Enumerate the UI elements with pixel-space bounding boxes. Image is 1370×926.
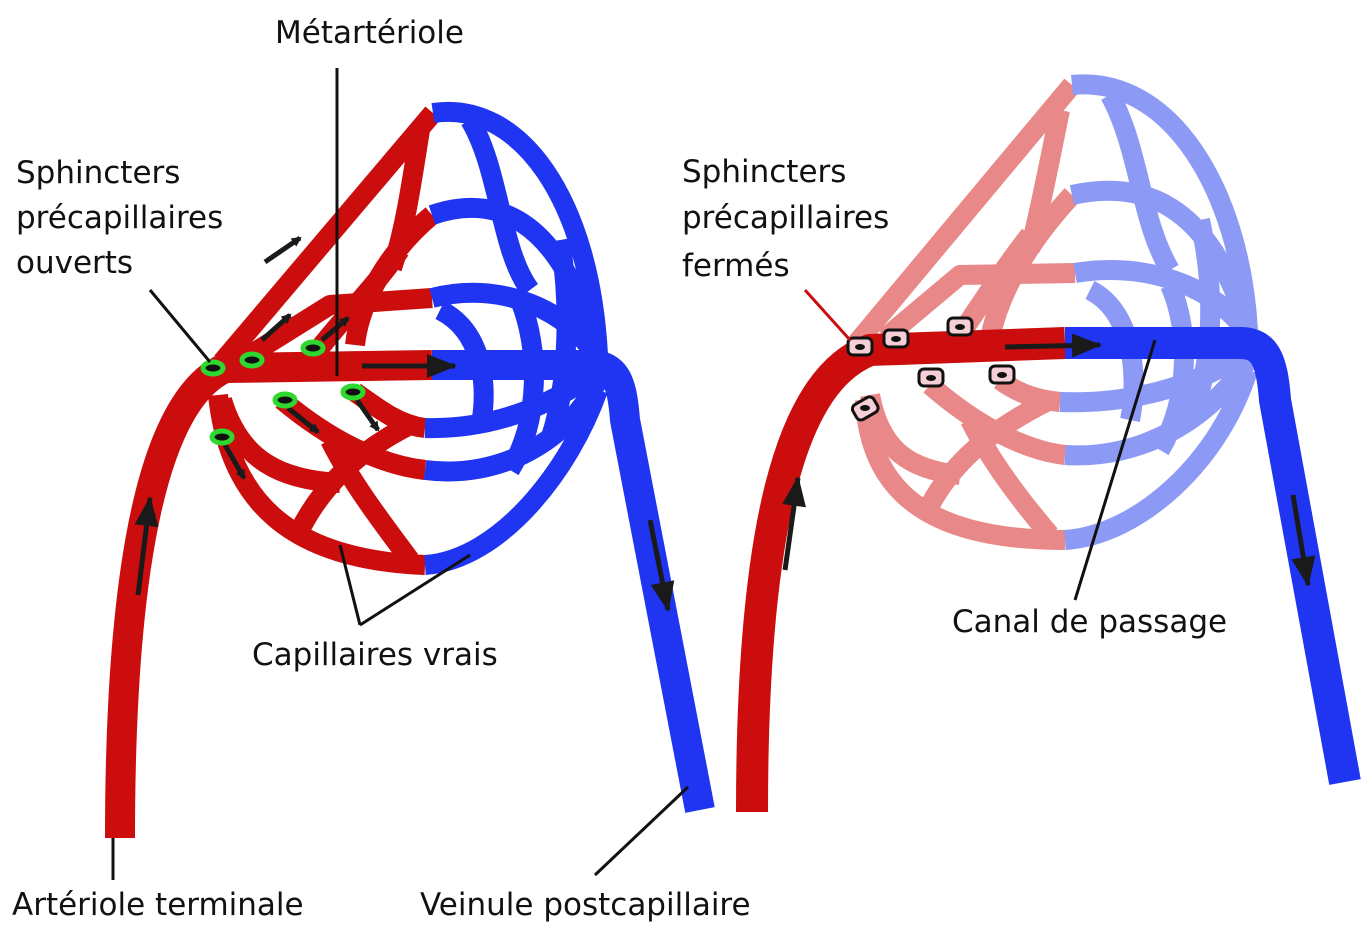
thoroughfare-channel-label: Canal de passage <box>952 604 1227 640</box>
open-sphincter <box>242 354 262 366</box>
open-sphincter <box>303 342 323 354</box>
open-sphincter <box>203 362 223 374</box>
metarteriole-label: Métartériole <box>275 15 464 51</box>
right-panel-closed-sphincters: Sphincters précapillaires fermés Canal d… <box>682 84 1345 812</box>
postcapillary-venule-label: Veinule postcapillaire <box>420 887 751 923</box>
left-panel-open-sphincters: Métartériole Sphincters précapillaires o… <box>12 15 751 923</box>
right-capillary-network-venous-faded <box>1060 84 1248 540</box>
terminal-arteriole-label: Artériole terminale <box>12 887 304 923</box>
left-capillary-network-venous <box>425 112 598 565</box>
sphincters-open-label: Sphincters précapillaires ouverts <box>16 155 233 281</box>
sphincters-closed-label: Sphincters précapillaires fermés <box>682 154 899 284</box>
right-capillary-network-arterial-faded <box>855 85 1075 540</box>
open-sphincter <box>343 386 363 398</box>
true-capillaries-label: Capillaires vrais <box>252 637 498 673</box>
open-sphincter <box>212 431 232 443</box>
open-sphincter <box>275 394 295 406</box>
